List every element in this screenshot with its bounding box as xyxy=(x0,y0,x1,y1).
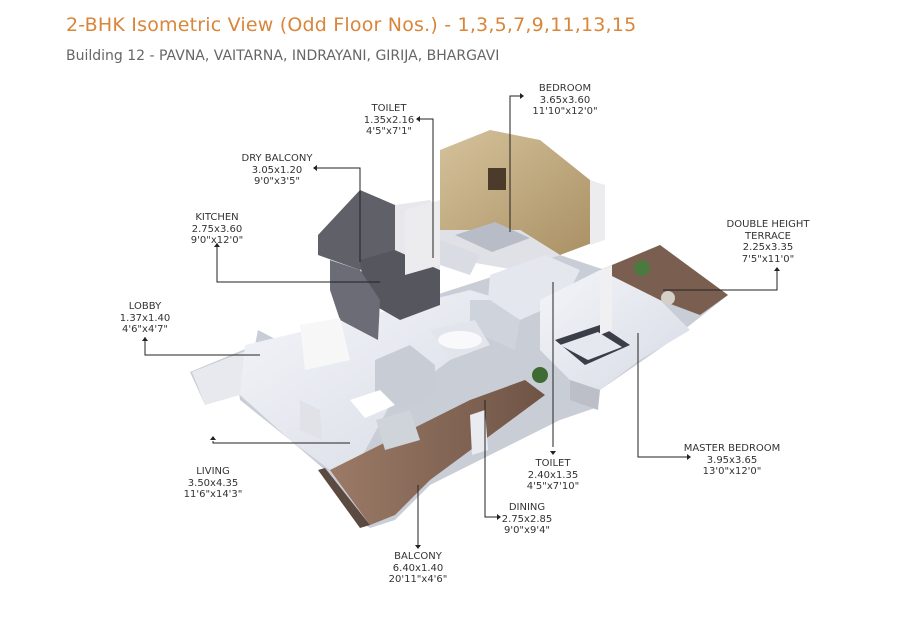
leader-terrace xyxy=(663,268,778,291)
room-size-imperial: 9'0"x9'4" xyxy=(503,525,551,536)
room-name: DINING xyxy=(508,502,546,513)
room-name: BALCONY xyxy=(394,551,442,562)
label-terrace: DOUBLE HEIGHT TERRACE 2.25x3.35 7'5"x11'… xyxy=(727,219,810,265)
room-name: DRY BALCONY xyxy=(241,153,313,164)
page-title: 2-BHK Isometric View (Odd Floor Nos.) - … xyxy=(66,14,637,36)
balcony-deck xyxy=(318,380,545,528)
page-subtitle: Building 12 - PAVNA, VAITARNA, INDRAYANI… xyxy=(66,48,500,64)
room-size-metric: 2.40x1.35 xyxy=(527,469,579,481)
label-living: LIVING 3.50x4.35 11'6"x14'3" xyxy=(184,466,243,501)
room-name: LIVING xyxy=(196,466,230,477)
arrow-dry-balcony xyxy=(313,165,317,171)
room-name-line2: TERRACE xyxy=(745,230,791,242)
room-size-metric: 1.37x1.40 xyxy=(119,312,171,324)
leader-master-bedroom xyxy=(637,333,687,458)
leader-dining xyxy=(484,400,497,518)
arrow-lobby xyxy=(142,337,148,341)
arrow-bedroom xyxy=(520,93,524,99)
room-size-imperial: 9'0"x12'0" xyxy=(190,235,244,246)
bedroom-block xyxy=(440,130,605,270)
label-balcony: BALCONY 6.40x1.40 20'11"x4'6" xyxy=(389,551,448,586)
label-master-bedroom: MASTER BEDROOM 3.95x3.65 13'0"x12'0" xyxy=(684,443,781,478)
arrow-toilet-top xyxy=(416,116,420,122)
arrow-toilet-bottom xyxy=(550,451,556,455)
room-size-metric: 3.95x3.65 xyxy=(706,454,758,466)
toilet-lower xyxy=(470,255,580,350)
leader-dry-balcony xyxy=(317,167,361,262)
toilet-upper xyxy=(405,200,480,275)
master-bedroom-block xyxy=(540,270,690,410)
room-name: TOILET xyxy=(535,458,571,469)
room-name: MASTER BEDROOM xyxy=(683,443,781,454)
leader-toilet-top xyxy=(420,118,434,258)
arrow-balcony xyxy=(415,545,421,549)
label-toilet-top: TOILET 1.35x2.16 4'5"x7'1" xyxy=(364,103,414,138)
room-size-metric: 1.35x2.16 xyxy=(363,114,415,126)
leader-living xyxy=(212,441,350,444)
room-size-metric: 2.25x3.35 xyxy=(742,242,794,253)
arrow-master-bedroom xyxy=(687,454,691,460)
label-dining: DINING 2.75x2.85 9'0"x9'4" xyxy=(502,502,552,537)
room-name: TOILET xyxy=(371,103,407,114)
label-dry-balcony: DRY BALCONY 3.05x1.20 9'0"x3'5" xyxy=(241,153,312,188)
room-size-metric: 3.50x4.35 xyxy=(187,477,239,489)
leader-arrowheads xyxy=(142,93,780,549)
lobby-floor xyxy=(192,350,250,405)
room-size-metric: 2.75x2.85 xyxy=(501,513,553,525)
room-size-imperial: 11'10"x12'0" xyxy=(532,106,598,117)
room-size-metric: 3.05x1.20 xyxy=(251,164,303,176)
terrace-block xyxy=(600,245,728,335)
room-name: KITCHEN xyxy=(195,212,239,223)
room-name: BEDROOM xyxy=(538,83,592,94)
arrow-dining xyxy=(497,514,501,520)
room-size-imperial: 11'6"x14'3" xyxy=(183,489,243,500)
room-size-imperial: 7'5"x11'0" xyxy=(741,253,795,265)
label-toilet-bottom: TOILET 2.40x1.35 4'5"x7'10" xyxy=(527,458,579,493)
room-name: LOBBY xyxy=(128,301,162,312)
room-size-imperial: 9'0"x3'5" xyxy=(253,176,301,187)
room-size-metric: 6.40x1.40 xyxy=(392,562,444,574)
leader-bedroom xyxy=(509,95,520,232)
arrow-terrace xyxy=(774,267,780,271)
room-size-imperial: 13'0"x12'0" xyxy=(702,466,762,477)
room-size-metric: 2.75x3.60 xyxy=(191,223,243,235)
room-size-imperial: 4'5"x7'10" xyxy=(526,481,580,492)
leader-lines xyxy=(144,95,778,545)
label-bedroom: BEDROOM 3.65x3.60 11'10"x12'0" xyxy=(532,83,597,118)
room-name: DOUBLE HEIGHT xyxy=(726,219,810,230)
room-size-metric: 3.65x3.60 xyxy=(539,94,591,106)
label-kitchen: KITCHEN 2.75x3.60 9'0"x12'0" xyxy=(191,212,243,247)
arrow-living xyxy=(210,436,216,440)
room-size-imperial: 4'5"x7'1" xyxy=(365,126,413,137)
room-size-imperial: 20'11"x4'6" xyxy=(388,574,448,585)
room-size-imperial: 4'6"x4'7" xyxy=(121,324,169,335)
label-lobby: LOBBY 1.37x1.40 4'6"x4'7" xyxy=(120,301,170,336)
leader-kitchen xyxy=(216,243,380,283)
living-furniture xyxy=(300,318,548,455)
leader-lobby xyxy=(144,337,260,356)
arrow-kitchen xyxy=(214,243,220,247)
